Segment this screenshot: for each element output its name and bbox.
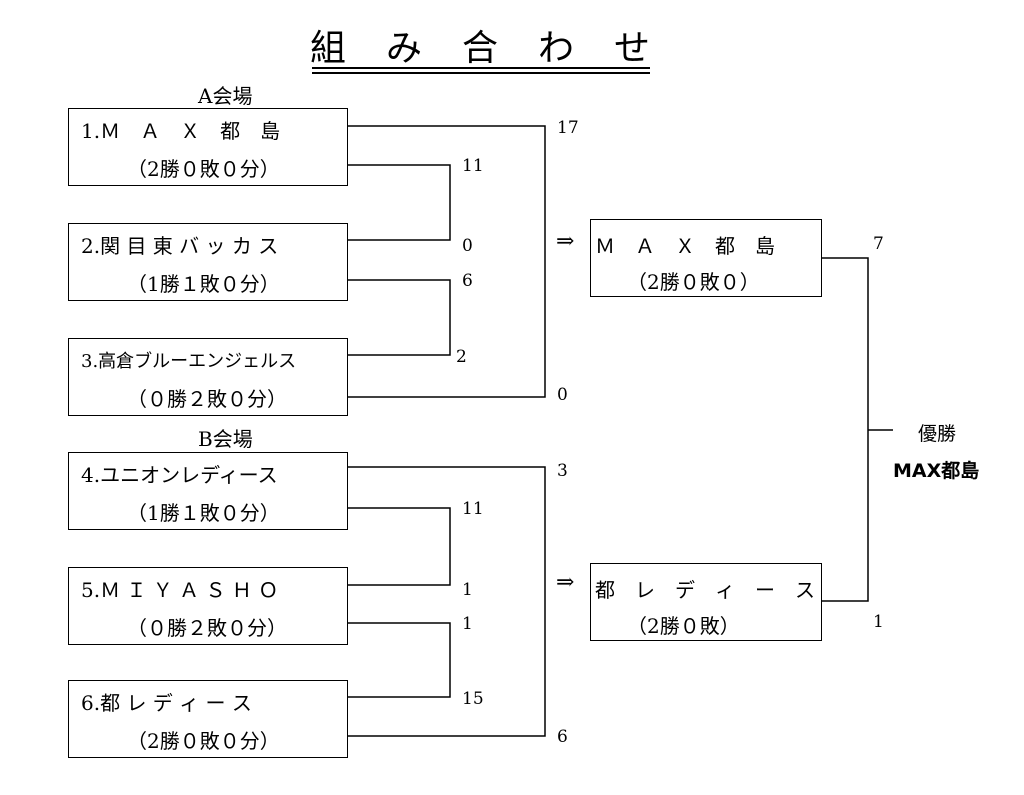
venue-label-a: A会場 <box>198 84 253 108</box>
score-label: 1 <box>462 614 473 634</box>
title-underline <box>312 72 650 74</box>
team-record: （1勝１敗０分） <box>127 272 280 296</box>
finalist-name: Ｍ Ａ Ｘ 都 島 <box>595 234 775 258</box>
score-label: 0 <box>462 236 473 256</box>
team-box-2: 2.関 目 東 バ ッ カ ス （1勝１敗０分） <box>68 223 348 301</box>
finalist-box-1: Ｍ Ａ Ｘ 都 島 （2勝０敗０） <box>590 219 822 297</box>
score-label: 2 <box>456 347 467 367</box>
team-box-5: 5.Ｍ Ｉ Ｙ Ａ Ｓ Ｈ Ｏ （０勝２敗０分） <box>68 567 348 645</box>
score-label: 6 <box>557 727 568 747</box>
venue-label-b: B会場 <box>198 427 253 451</box>
team-record: （2勝０敗０分） <box>127 729 280 753</box>
bracket-line-b-outer <box>348 466 546 737</box>
team-name: 3.高倉ブルーエンジェルス <box>81 351 297 372</box>
score-label: 6 <box>462 271 473 291</box>
score-label: 17 <box>557 118 579 138</box>
team-record: （０勝２敗０分） <box>127 616 287 640</box>
bracket-line-a-outer <box>348 125 546 398</box>
team-name: 4.ユニオンレディース <box>81 463 278 487</box>
advance-arrow-icon: ⇒ <box>556 229 575 254</box>
score-label: 1 <box>462 580 473 600</box>
champion-label: 優勝 <box>918 423 957 445</box>
bracket-line-a-inner2 <box>348 279 451 356</box>
bracket-line-b-inner1 <box>348 507 451 586</box>
bracket-line-final <box>822 257 869 602</box>
team-name: 2.関 目 東 バ ッ カ ス <box>81 234 279 258</box>
finalist-box-2: 都 レ デ ィ ー ス （2勝０敗） <box>590 563 822 641</box>
finalist-record: （2勝０敗） <box>627 614 740 638</box>
score-label: 11 <box>462 499 484 519</box>
page-title: 組 み 合 わ せ <box>310 22 650 69</box>
score-label: 15 <box>462 689 484 709</box>
team-box-4: 4.ユニオンレディース （1勝１敗０分） <box>68 452 348 530</box>
team-record: （1勝１敗０分） <box>127 501 280 525</box>
score-label: 11 <box>462 156 484 176</box>
bracket-line-a-inner1 <box>348 164 451 241</box>
finalist-record: （2勝０敗０） <box>627 270 760 294</box>
score-label: 7 <box>873 234 884 254</box>
score-label: 1 <box>873 612 884 632</box>
team-name: 1.Ｍ Ａ Ｘ 都 島 <box>81 119 281 143</box>
team-box-1: 1.Ｍ Ａ Ｘ 都 島 （2勝０敗０分） <box>68 108 348 186</box>
finalist-name: 都 レ デ ィ ー ス <box>595 578 815 602</box>
score-label: 0 <box>557 385 568 405</box>
team-record: （2勝０敗０分） <box>127 157 280 181</box>
title-char: せ <box>613 28 650 69</box>
title-underline <box>312 67 650 69</box>
score-label: 3 <box>557 461 568 481</box>
champion-name: MAX都島 <box>893 460 980 482</box>
title-char: 合 <box>461 28 498 69</box>
team-name: 5.Ｍ Ｉ Ｙ Ａ Ｓ Ｈ Ｏ <box>81 578 279 602</box>
team-box-6: 6.都 レ デ ィ ー ス （2勝０敗０分） <box>68 680 348 758</box>
team-name: 6.都 レ デ ィ ー ス <box>81 691 252 715</box>
advance-arrow-icon: ⇒ <box>556 570 575 595</box>
title-char: わ <box>537 28 574 69</box>
title-char: 組 <box>310 28 347 69</box>
bracket-line-b-inner2 <box>348 622 451 698</box>
team-box-3: 3.高倉ブルーエンジェルス （０勝２敗０分） <box>68 338 348 416</box>
title-char: み <box>385 28 422 69</box>
team-record: （０勝２敗０分） <box>127 387 287 411</box>
